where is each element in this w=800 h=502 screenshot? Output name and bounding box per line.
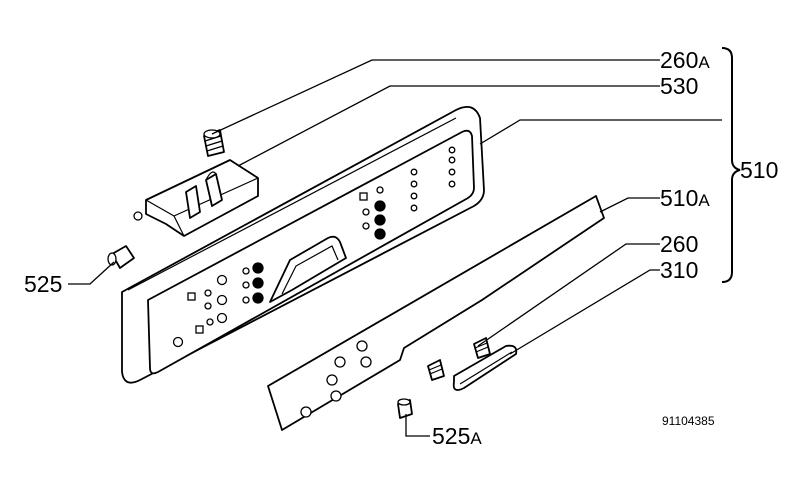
spring-part-260a	[203, 129, 225, 157]
group-brace	[721, 47, 741, 283]
label-530: 530	[660, 73, 698, 99]
part-labels: 260A 530 510 510A 260 310 525 525A 91104…	[24, 47, 778, 449]
bracket-part-530	[133, 159, 259, 237]
foil-plate-part-510a	[267, 195, 605, 431]
drawing-code: 91104385	[662, 414, 715, 428]
label-260: 260	[660, 231, 698, 257]
button-strip-part-310	[452, 344, 518, 391]
panel-left-controls	[172, 262, 264, 348]
label-310: 310	[660, 257, 698, 283]
control-panel-front	[121, 106, 485, 384]
label-525a: 525A	[432, 423, 482, 449]
cap-part-525a	[397, 398, 413, 419]
bracket-screw	[133, 211, 143, 221]
square-indicator	[359, 192, 368, 201]
label-525: 525	[24, 271, 62, 297]
springs-part-260	[427, 337, 491, 381]
square-indicator	[195, 325, 204, 334]
label-510a: 510A	[660, 185, 710, 211]
leader-lines	[68, 47, 741, 437]
label-510: 510	[740, 157, 778, 183]
square-indicator	[187, 292, 196, 301]
label-260a: 260A	[660, 47, 710, 73]
panel-right-controls	[359, 146, 456, 240]
